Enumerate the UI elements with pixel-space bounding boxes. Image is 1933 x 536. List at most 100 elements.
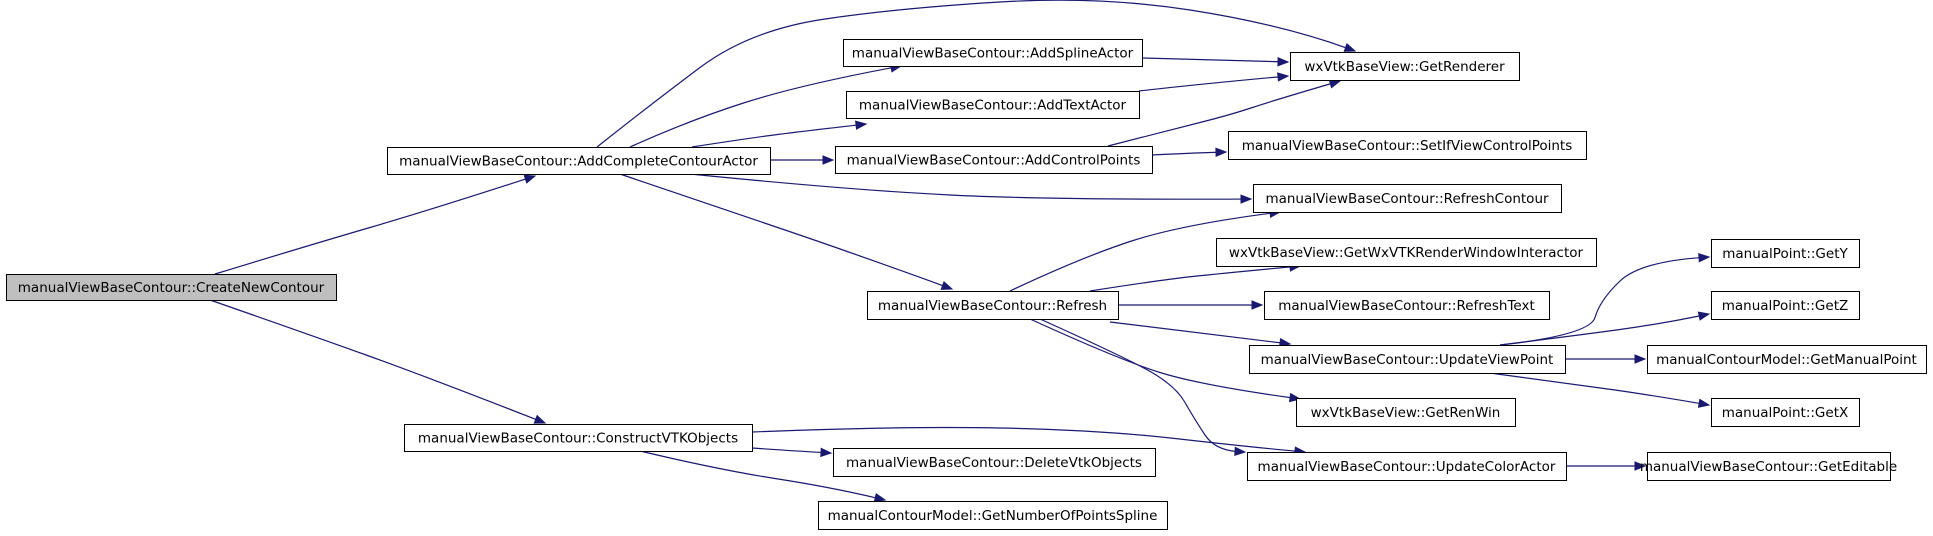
edge-line: [209, 299, 538, 421]
edge-arrowhead: [1634, 354, 1647, 364]
edge-addTextActor-to-getRenderer: [1138, 72, 1290, 92]
node-label: manualViewBaseContour::DeleteVtkObjects: [846, 455, 1142, 471]
edge-arrowhead: [855, 120, 868, 130]
node-add-control-points[interactable]: manualViewBaseContour::AddControlPoints: [835, 146, 1153, 174]
node-get-x[interactable]: manualPoint::GetX: [1711, 398, 1860, 427]
edge-line: [689, 173, 1244, 200]
node-box: [1247, 452, 1567, 481]
edge-line: [1029, 318, 1293, 399]
node-add-text-actor[interactable]: manualViewBaseContour::AddTextActor: [846, 91, 1140, 119]
node-get-z[interactable]: manualPoint::GetZ: [1711, 291, 1860, 320]
node-label: wxVtkBaseView::GetRenWin: [1311, 405, 1501, 421]
node-label: manualViewBaseContour::ConstructVTKObjec…: [418, 431, 738, 447]
edge-arrowhead: [1277, 72, 1290, 82]
node-box: [1711, 291, 1860, 320]
nodes-layer: manualViewBaseContour::CreateNewContourm…: [6, 39, 1927, 530]
node-box: [404, 424, 753, 452]
node-set-if-view-control-points[interactable]: manualViewBaseContour::SetIfViewControlP…: [1228, 131, 1587, 160]
edge-line: [629, 66, 894, 148]
edge-updateColorActor-to-getEditable: [1566, 461, 1647, 471]
edge-arrowhead: [523, 174, 537, 184]
node-delete-vtk-objects[interactable]: manualViewBaseContour::DeleteVtkObjects: [833, 448, 1156, 477]
node-label: wxVtkBaseView::GetWxVTKRenderWindowInter…: [1229, 245, 1584, 261]
node-get-manual-point[interactable]: manualContourModel::GetManualPoint: [1647, 345, 1927, 374]
node-update-view-point[interactable]: manualViewBaseContour::UpdateViewPoint: [1249, 345, 1566, 374]
node-box: [846, 91, 1140, 119]
node-get-renderer[interactable]: wxVtkBaseView::GetRenderer: [1290, 52, 1520, 81]
edge-line: [214, 177, 528, 275]
edge-arrowhead: [820, 447, 833, 458]
edge-line: [1499, 256, 1702, 346]
edge-arrowhead: [533, 414, 547, 424]
edge-refresh-to-refreshText: [1118, 300, 1264, 310]
node-refresh-contour[interactable]: manualViewBaseContour::RefreshContour: [1253, 184, 1562, 213]
node-box: [1647, 345, 1927, 374]
node-label: manualViewBaseContour::Refresh: [878, 298, 1107, 314]
edge-line: [619, 173, 945, 287]
node-get-wx-v-t-k-render-window-interactor[interactable]: wxVtkBaseView::GetWxVTKRenderWindowInter…: [1216, 238, 1597, 267]
node-label: manualViewBaseContour::AddSplineActor: [852, 46, 1134, 62]
edge-arrowhead: [1697, 311, 1711, 321]
node-refresh-text[interactable]: manualViewBaseContour::RefreshText: [1264, 291, 1550, 320]
edge-line: [1499, 315, 1702, 346]
node-box: [1647, 452, 1891, 481]
node-label: manualViewBaseContour::CreateNewContour: [18, 280, 325, 296]
edge-addCompleteContourActor-to-addControlPoints: [769, 155, 835, 165]
edge-addCompleteContourActor-to-getRenderer: [596, 0, 1357, 148]
node-get-editable[interactable]: manualViewBaseContour::GetEditable: [1640, 452, 1897, 481]
edge-refresh-to-updateColorActor: [1039, 318, 1247, 457]
node-label: manualViewBaseContour::UpdateViewPoint: [1261, 352, 1554, 368]
node-update-color-actor[interactable]: manualViewBaseContour::UpdateColorActor: [1247, 452, 1567, 481]
node-label: manualViewBaseContour::AddCompleteContou…: [399, 154, 758, 170]
node-box: [1290, 52, 1520, 81]
node-box: [387, 147, 771, 175]
node-label: manualPoint::GetZ: [1722, 298, 1848, 314]
node-box: [843, 39, 1143, 67]
edge-constructVTKObjects-to-getNumberOfPointsSpline: [639, 450, 887, 503]
node-label: manualViewBaseContour::SetIfViewControlP…: [1242, 138, 1573, 154]
node-refresh[interactable]: manualViewBaseContour::Refresh: [867, 291, 1119, 320]
node-add-complete-contour-actor[interactable]: manualViewBaseContour::AddCompleteContou…: [387, 147, 771, 175]
node-box: [1711, 398, 1860, 427]
node-box: [835, 146, 1153, 174]
node-box: [6, 274, 337, 301]
node-label: manualViewBaseContour::GetEditable: [1640, 459, 1897, 475]
node-label: manualViewBaseContour::RefreshContour: [1265, 191, 1549, 207]
node-label: manualPoint::GetX: [1722, 405, 1848, 421]
edge-line: [1039, 318, 1238, 453]
edge-arrowhead: [1634, 461, 1647, 471]
edge-updateViewPoint-to-getX: [1489, 372, 1711, 408]
edge-addSplineActor-to-getRenderer: [1141, 56, 1290, 67]
node-get-y[interactable]: manualPoint::GetY: [1711, 239, 1860, 268]
edge-refresh-to-updateViewPoint: [1109, 321, 1292, 348]
edge-arrowhead: [1234, 446, 1247, 457]
node-get-number-of-points-spline[interactable]: manualContourModel::GetNumberOfPointsSpl…: [818, 501, 1168, 530]
node-construct-v-t-k-objects[interactable]: manualViewBaseContour::ConstructVTKObjec…: [404, 424, 753, 452]
edge-line: [1009, 212, 1273, 292]
edge-line: [1107, 82, 1333, 147]
edge-addCompleteContourActor-to-refresh: [619, 173, 954, 290]
node-add-spline-actor[interactable]: manualViewBaseContour::AddSplineActor: [843, 39, 1143, 67]
edge-line: [1109, 321, 1283, 344]
node-box: [1296, 398, 1516, 427]
node-box: [1711, 239, 1860, 268]
edge-addCompleteContourActor-to-refreshContour: [689, 173, 1253, 204]
node-create-new-contour[interactable]: manualViewBaseContour::CreateNewContour: [6, 274, 337, 301]
edge-arrowhead: [1215, 147, 1228, 158]
node-box: [1228, 131, 1587, 160]
node-label: manualViewBaseContour::AddControlPoints: [847, 153, 1141, 169]
edge-arrowhead: [822, 155, 835, 165]
edge-constructVTKObjects-to-deleteVtkObjects: [751, 447, 833, 458]
edge-line: [1151, 151, 1219, 156]
edge-arrowhead: [1277, 56, 1290, 67]
edge-line: [1489, 372, 1702, 405]
edge-arrowhead: [1328, 79, 1342, 89]
edge-line: [1138, 76, 1281, 92]
edge-updateViewPoint-to-getY: [1499, 253, 1711, 346]
node-get-ren-win[interactable]: wxVtkBaseView::GetRenWin: [1296, 398, 1516, 427]
edge-addCompleteContourActor-to-addTextActor: [691, 120, 868, 148]
edge-line: [639, 450, 878, 499]
node-box: [1249, 345, 1566, 374]
node-label: manualContourModel::GetManualPoint: [1656, 352, 1917, 368]
